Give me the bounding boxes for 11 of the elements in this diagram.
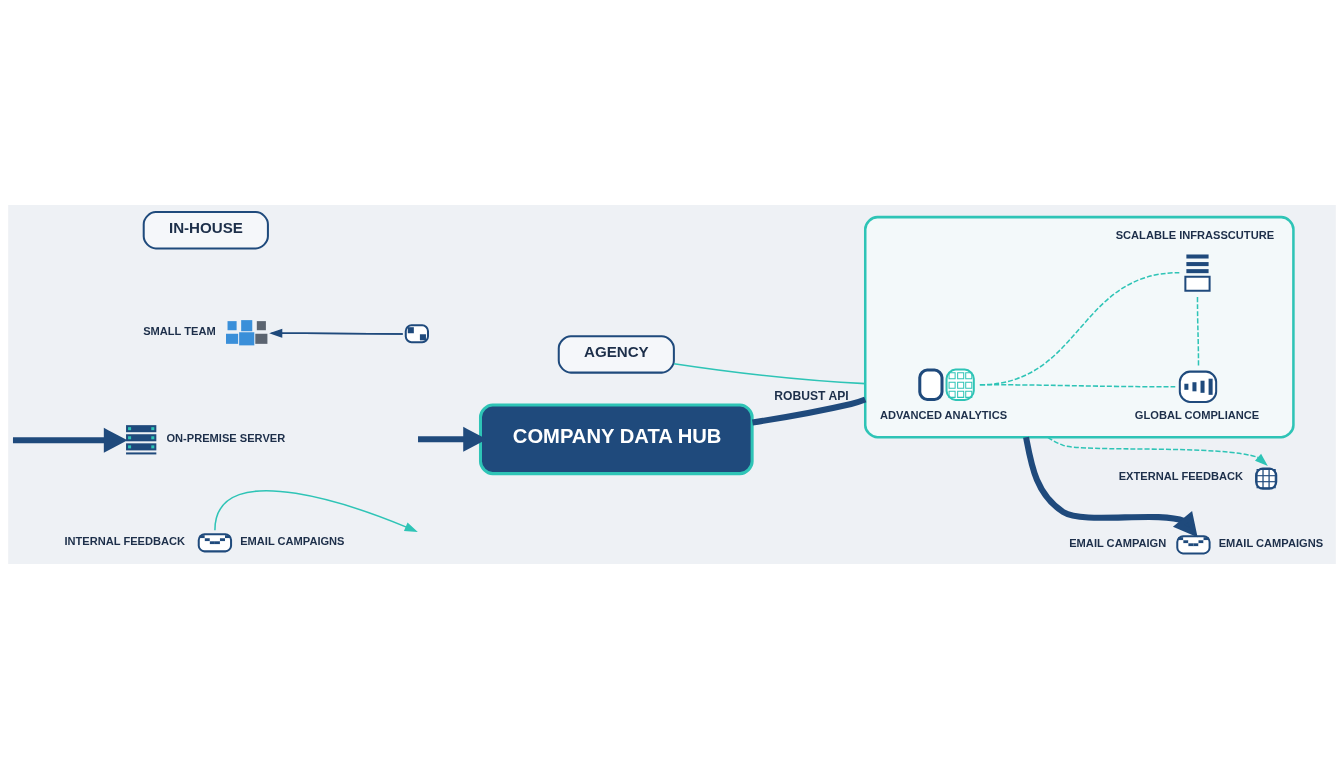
edge-label: ROBUST API bbox=[774, 388, 849, 402]
node-label: EMAIL CAMPAIGNS bbox=[1218, 536, 1324, 549]
node-label: SMALL TEAM bbox=[143, 324, 216, 337]
node-label: INTERNAL FEEDBACK bbox=[64, 534, 186, 547]
node-label: ON-PREMISE SERVER bbox=[166, 431, 286, 444]
node-label: EXTERNAL FEEDBACK bbox=[1118, 469, 1244, 482]
node-label: GLOBAL COMPLIANCE bbox=[1134, 408, 1260, 421]
node-label: ADVANCED ANALYTICS bbox=[879, 408, 1008, 421]
node-label: EMAIL CAMPAIGN bbox=[1069, 536, 1167, 549]
node-label: SCALABLE INFRASSCUTURE bbox=[1115, 228, 1275, 241]
node-label: EMAIL CAMPAIGNS bbox=[240, 534, 345, 547]
